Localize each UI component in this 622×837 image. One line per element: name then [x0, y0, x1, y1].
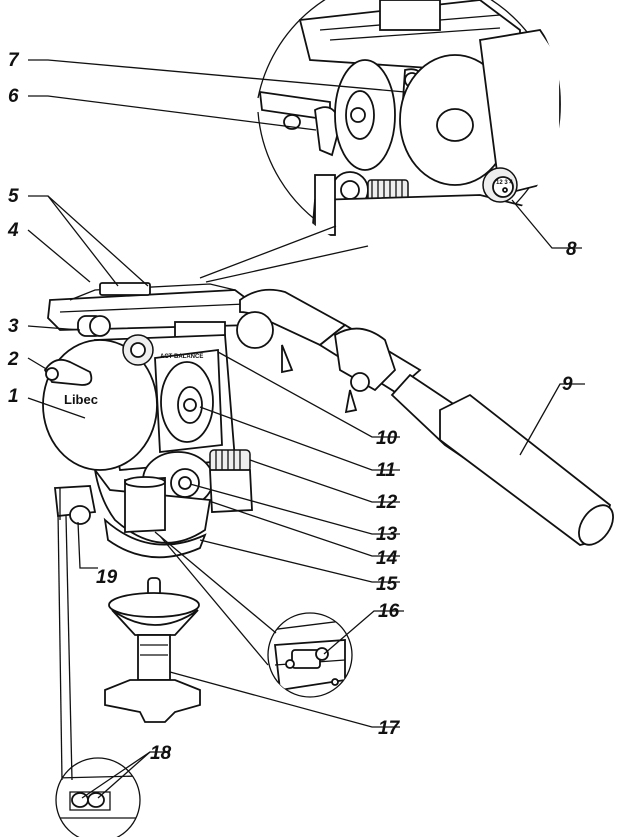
detail-magnifier-top: 12 3 4 [257, 0, 561, 257]
callout-5: 5 [8, 186, 19, 207]
fluid-head-body: Libec ACT BALANCE [42, 282, 620, 559]
leader-lines [27, 59, 585, 799]
callout-6: 6 [8, 86, 19, 107]
callout-10: 10 [376, 428, 398, 449]
detail-magnifier-18 [55, 757, 141, 837]
callout-13: 13 [376, 524, 398, 545]
callout-2: 2 [7, 349, 19, 370]
callout-15: 15 [376, 574, 398, 595]
callout-19: 19 [96, 567, 118, 588]
brand-label: Libec [64, 392, 98, 407]
callout-numbers: 1 2 3 4 5 6 7 8 9 10 11 12 13 14 15 16 1… [7, 50, 577, 764]
knob-2[interactable] [43, 358, 93, 386]
callout-12: 12 [376, 492, 398, 513]
callout-18: 18 [150, 743, 172, 764]
scale-marks: 12 3 4 [496, 180, 513, 186]
knob-3[interactable] [77, 315, 111, 337]
adapter-17 [104, 577, 201, 723]
callout-16: 16 [378, 601, 400, 622]
callout-17: 17 [378, 718, 401, 739]
pan-handle[interactable] [236, 288, 620, 551]
callout-11: 11 [376, 460, 396, 481]
callout-7: 7 [8, 50, 20, 71]
callout-3: 3 [8, 316, 19, 337]
callout-4: 4 [7, 220, 19, 241]
callout-9: 9 [562, 374, 573, 395]
callout-8: 8 [566, 239, 577, 260]
callout-1: 1 [8, 386, 19, 407]
detail-magnifier-16 [267, 612, 353, 698]
knob-19[interactable] [54, 485, 97, 525]
callout-14: 14 [376, 548, 398, 569]
act-balance-label: ACT BALANCE [160, 354, 203, 360]
